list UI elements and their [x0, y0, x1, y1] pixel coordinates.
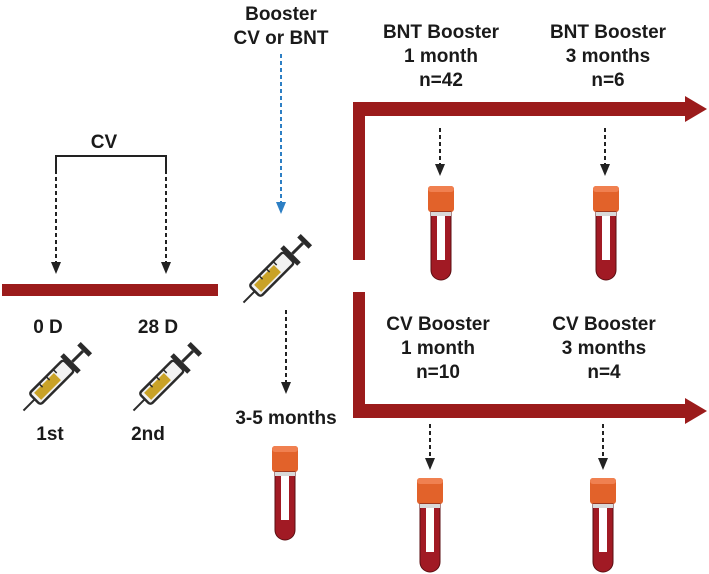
dose1-arrowhead	[51, 262, 61, 274]
cv-1m-arrowhead	[425, 458, 435, 470]
bnt-1m-time: 1 month	[404, 46, 478, 67]
cv-3m-count: n=4	[587, 362, 621, 383]
cv-branch-arrowhead	[685, 398, 707, 424]
blood-tube-icon	[589, 477, 617, 573]
blood-tube-icon	[592, 185, 620, 281]
cv-1m-time: 1 month	[401, 338, 475, 359]
bnt-branch-vertical	[353, 102, 365, 260]
syringe-icon	[123, 337, 207, 421]
booster-label-line2: CV or BNT	[234, 28, 329, 49]
bnt-1m-title: BNT Booster	[383, 22, 500, 43]
cv-branch-horizontal	[353, 404, 691, 418]
dose1-label: 1st	[36, 424, 64, 445]
bnt-branch-arrowhead	[685, 96, 707, 122]
cv-branch-vertical	[353, 292, 365, 417]
cv-1m-title: CV Booster	[386, 314, 490, 335]
blood-tube-icon	[427, 185, 455, 281]
bnt-1m-arrowhead	[435, 164, 445, 176]
bnt-3m-count: n=6	[591, 70, 624, 91]
day0-label: 0 D	[33, 317, 63, 338]
dose2-label: 2nd	[131, 424, 165, 445]
syringe-icon	[233, 229, 317, 313]
cv-3m-time: 3 months	[562, 338, 646, 359]
bnt-1m-count: n=42	[419, 70, 463, 91]
booster-arrowhead	[276, 202, 286, 214]
cv-3m-arrowhead	[598, 458, 608, 470]
bnt-3m-time: 3 months	[566, 46, 650, 67]
cv-bracket	[55, 155, 167, 170]
blood-tube-icon	[416, 477, 444, 573]
day28-label: 28 D	[138, 317, 178, 338]
primary-timeline-bar	[2, 284, 218, 296]
cv-3m-title: CV Booster	[552, 314, 656, 335]
bnt-3m-arrowhead	[600, 164, 610, 176]
cv-primary-label: CV	[91, 132, 118, 153]
cv-1m-count: n=10	[416, 362, 460, 383]
interval-label: 3-5 months	[235, 408, 336, 429]
interval-arrowhead	[281, 382, 291, 394]
syringe-icon	[13, 337, 97, 421]
dose2-arrowhead	[161, 262, 171, 274]
bnt-3m-title: BNT Booster	[550, 22, 667, 43]
bnt-branch-horizontal	[353, 102, 691, 116]
blood-tube-icon	[271, 445, 299, 541]
booster-label-line1: Booster	[245, 4, 317, 25]
